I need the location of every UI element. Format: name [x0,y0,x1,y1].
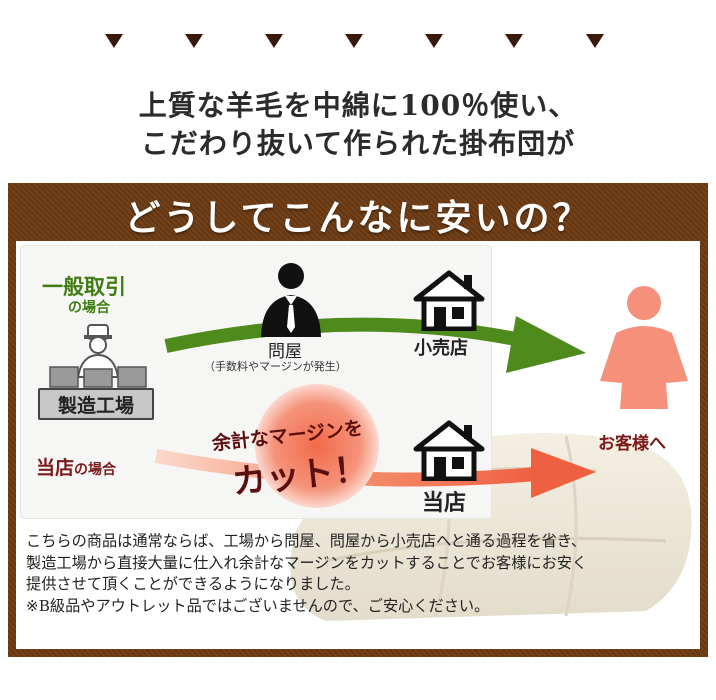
down-triangle-icon [425,34,443,48]
panel-title: どうしてこんなに安いの？ [124,198,592,239]
factory-label: 製造工場 [57,395,134,417]
general-trade-sublabel: の場合 [68,300,110,316]
our-store-label: 当店 [422,491,467,516]
decorative-arrow-row [0,34,716,54]
house-icon [413,420,485,481]
margin-cut-burst [255,384,379,508]
ourstore-case-label: 当店の場合 [36,453,116,480]
retailer-label: 小売店 [414,338,468,359]
wholesaler-note: （手数料やマージンが発生） [204,360,347,373]
factory-worker-icon [49,324,147,388]
general-flow-arrow [164,316,586,373]
explanation-panel: どうしてこんなに安いの？ [8,183,708,657]
house-icon [413,270,485,331]
factory-sign [38,388,154,420]
down-triangle-icon [586,34,604,48]
down-triangle-icon [265,34,283,48]
customer-woman-icon [600,286,688,409]
down-triangle-icon [185,34,203,48]
down-triangle-icon [505,34,523,48]
headline-line-2: こだわり抜いて作られた掛布団が [140,127,576,160]
description-line: 製造工場から直接大量に仕入れ余計なマージンをカットすることでお客様にお安く [26,553,588,572]
businessman-icon [261,263,321,337]
general-trade-label: 一般取引 [42,275,126,299]
ourstore-case-main: 当店 [36,457,75,479]
panel-content: 一般取引 の場合 製造工場 当店の場合 問屋 （手数料やマージンが発生） [16,241,700,649]
description-line: ※B級品やアウトレット品ではございませんので、ご安心ください。 [26,596,490,615]
wholesaler-label: 問屋 [268,342,302,362]
down-triangle-icon [105,34,123,48]
customer-label: お客様へ [598,434,666,454]
description-line: こちらの商品は通常ならば、工場から問屋、問屋から小売店へと通る過程を省き、 [26,532,587,550]
down-triangle-icon [345,34,363,48]
description-text: こちらの商品は通常ならば、工場から問屋、問屋から小売店へと通る過程を省き、 製造… [26,531,696,617]
ourstore-case-suffix: の場合 [74,462,117,478]
description-line: 提供させて頂くことができるようになりました。 [26,575,360,593]
headline-line-1: 上質な羊毛を中綿に100％使い、 [138,89,578,122]
